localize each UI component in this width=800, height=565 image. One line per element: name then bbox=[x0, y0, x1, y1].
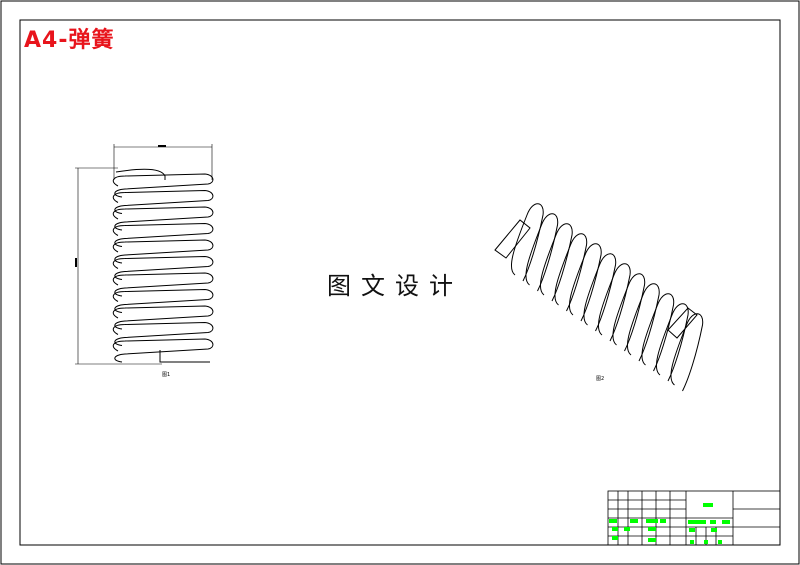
title-block-highlight bbox=[703, 503, 713, 507]
iso-view-spring bbox=[494, 203, 704, 392]
iso-spring-left-end bbox=[494, 219, 531, 259]
spring-coil bbox=[112, 321, 214, 346]
title-block-highlight bbox=[612, 536, 618, 540]
title-block-highlight bbox=[630, 519, 638, 523]
spring-coil bbox=[112, 338, 214, 363]
inner-frame bbox=[19, 19, 781, 546]
title-block-highlight bbox=[711, 528, 717, 532]
iso-spring-coil bbox=[539, 223, 573, 302]
iso-spring-coil bbox=[597, 263, 631, 342]
spring-bottom-end bbox=[159, 350, 210, 363]
title-block-highlight bbox=[612, 527, 618, 531]
iso-spring-coil bbox=[626, 283, 660, 362]
title-block-highlight bbox=[648, 538, 656, 542]
title-block-highlight bbox=[704, 540, 708, 544]
spring-coil bbox=[112, 222, 214, 247]
title-block-highlight bbox=[690, 540, 694, 544]
iso-spring-coil bbox=[612, 273, 646, 352]
title-block-highlight bbox=[688, 520, 706, 524]
title-block-highlights bbox=[609, 503, 730, 544]
title-block-highlight bbox=[660, 519, 666, 523]
title-block-highlight bbox=[718, 540, 722, 544]
spring-coil bbox=[112, 272, 214, 297]
front-view-spring bbox=[75, 144, 214, 365]
spring-top-end bbox=[115, 168, 166, 180]
height-dimension-text bbox=[75, 258, 77, 267]
iso-spring-coil bbox=[554, 233, 588, 312]
title-block-highlight bbox=[689, 528, 695, 532]
title-block-highlight bbox=[710, 520, 716, 524]
title-block-highlight bbox=[646, 519, 658, 523]
iso-spring-coil bbox=[670, 313, 704, 392]
iso-view-label: 图2 bbox=[596, 376, 605, 382]
spring-coil bbox=[112, 206, 214, 231]
spring-coil bbox=[112, 189, 214, 214]
spring-coil bbox=[112, 288, 214, 313]
spring-coil bbox=[112, 173, 214, 198]
spring-coil bbox=[112, 239, 214, 264]
width-dimension-text bbox=[158, 145, 166, 147]
spring-coils bbox=[112, 173, 214, 363]
iso-spring-coil bbox=[641, 293, 675, 372]
iso-spring-coil bbox=[583, 253, 617, 332]
iso-spring-coil bbox=[525, 213, 559, 292]
spring-coil bbox=[112, 305, 214, 330]
iso-spring-coil bbox=[568, 243, 602, 322]
iso-spring-right-end bbox=[667, 307, 698, 339]
title-block-highlight bbox=[648, 527, 656, 531]
title-block-highlight bbox=[609, 519, 617, 523]
title-block-highlight bbox=[722, 520, 730, 524]
iso-spring-coil bbox=[655, 303, 689, 382]
title-block bbox=[607, 490, 781, 546]
iso-spring-coils bbox=[510, 203, 704, 392]
spring-coil bbox=[112, 255, 214, 280]
watermark-text: 图文设计 bbox=[327, 272, 463, 300]
iso-spring-coil bbox=[510, 203, 544, 282]
title-block-highlight bbox=[624, 527, 630, 531]
sheet-title: A4-弹簧 bbox=[24, 28, 115, 53]
front-view-label: 图1 bbox=[162, 372, 171, 378]
